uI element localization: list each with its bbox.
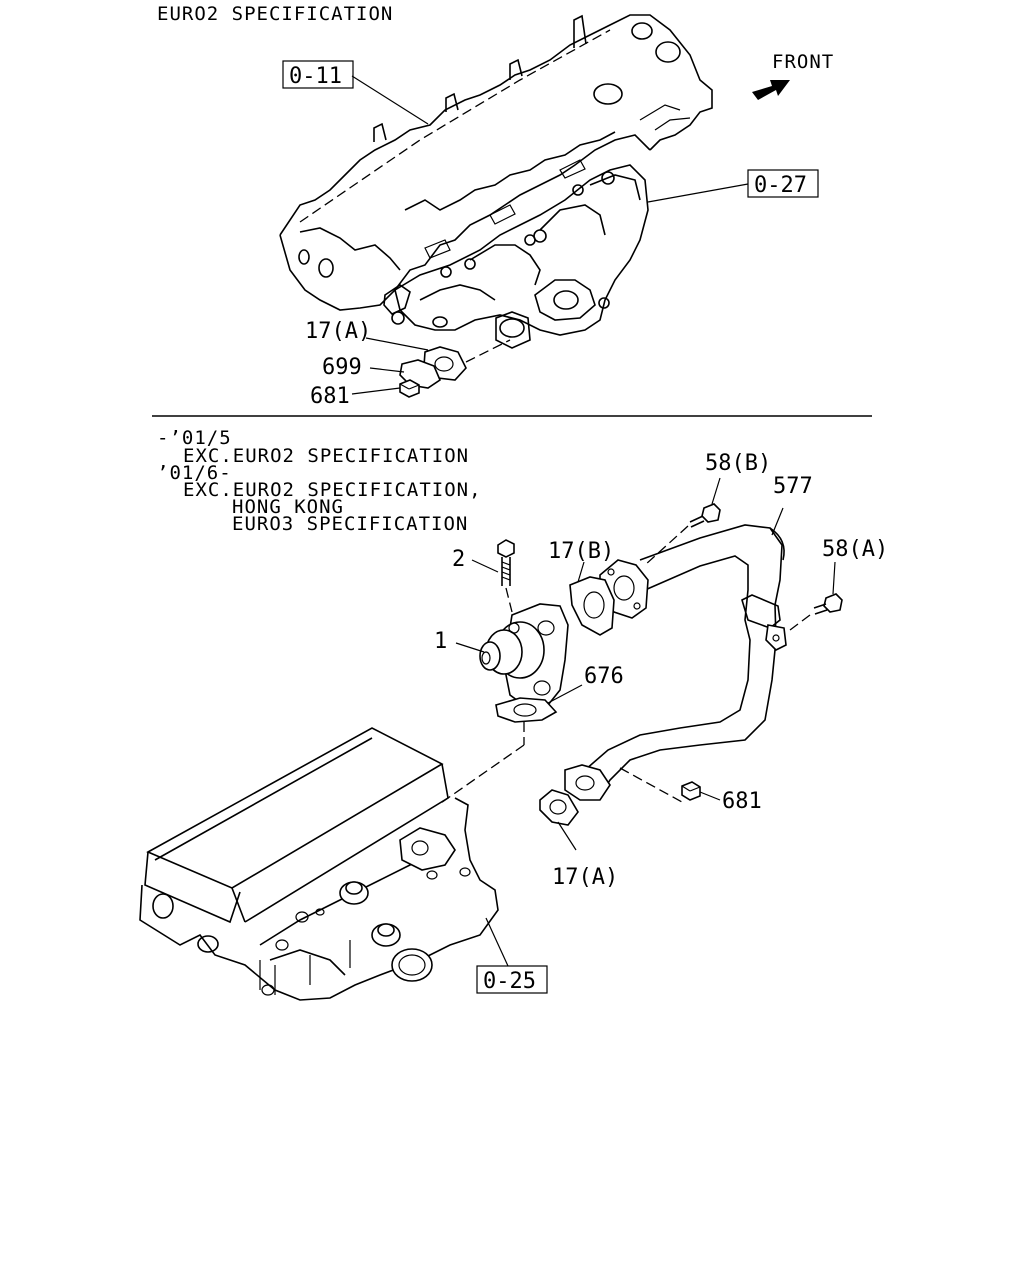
leader-17a-bottom — [557, 821, 577, 851]
leader-58b — [711, 477, 721, 505]
callout-17a-bottom[interactable]: 17(A) — [552, 865, 618, 890]
leader-17b — [577, 561, 585, 583]
ref-box-0-11[interactable] — [282, 60, 354, 89]
callout-577[interactable]: 577 — [773, 474, 813, 499]
callout-17a-top[interactable]: 17(A) — [305, 319, 371, 344]
spec-line-6: EURO3 SPECIFICATION — [232, 513, 468, 535]
ref-label-0-25[interactable]: 0-25 — [483, 969, 536, 994]
callout-676[interactable]: 676 — [584, 664, 624, 689]
front-arrow-icon — [752, 80, 790, 100]
callout-681-top[interactable]: 681 — [310, 384, 350, 409]
cylinder-head-cover — [279, 14, 713, 311]
bolt-58b — [689, 503, 721, 528]
front-label: FRONT — [772, 51, 834, 73]
ref-box-0-27[interactable] — [747, 169, 819, 198]
spec-line-4: EXC.EURO2 SPECIFICATION, — [183, 479, 482, 501]
bolt-58a — [813, 593, 843, 615]
leader-0-11 — [351, 75, 429, 125]
spec-title-top: EURO2 SPECIFICATION — [157, 3, 393, 25]
leader-676 — [547, 684, 583, 704]
callout-681-bottom[interactable]: 681 — [722, 789, 762, 814]
spec-line-1: -’01/5 — [157, 427, 232, 449]
bolt-2 — [497, 539, 515, 586]
leader-0-25 — [485, 917, 509, 967]
exhaust-manifold — [383, 159, 649, 349]
callout-58b[interactable]: 58(B) — [705, 451, 771, 476]
engine-block-lower — [139, 727, 499, 1001]
leader-17a-top — [365, 337, 429, 351]
callout-699[interactable]: 699 — [322, 355, 362, 380]
spec-line-5: HONG KONG — [232, 496, 344, 518]
leader-58a — [832, 561, 836, 595]
ref-label-0-27[interactable]: 0-27 — [754, 173, 807, 198]
spec-line-3: ’01/6- — [157, 462, 232, 484]
assembly-line-681-bottom — [619, 767, 683, 803]
assembly-line-top — [465, 339, 511, 363]
assembly-line-valve-engine — [437, 744, 525, 806]
gasket-17b — [569, 576, 615, 636]
egr-pipe-577 — [564, 524, 787, 801]
leader-0-27 — [647, 183, 749, 203]
leader-681-bottom — [699, 791, 721, 801]
egr-valve-1 — [479, 603, 569, 707]
leader-2 — [471, 559, 499, 573]
callout-2[interactable]: 2 — [452, 547, 465, 572]
assembly-line-58b — [644, 525, 689, 566]
callout-1[interactable]: 1 — [434, 629, 447, 654]
leader-699 — [369, 367, 405, 373]
callout-58a[interactable]: 58(A) — [822, 537, 888, 562]
leader-681-top — [351, 387, 401, 395]
gasket-676 — [495, 697, 558, 723]
nut-681-top — [399, 379, 420, 398]
leader-1 — [455, 642, 485, 653]
callout-17b[interactable]: 17(B) — [548, 539, 614, 564]
nut-681-bottom — [681, 781, 701, 801]
leader-577 — [771, 507, 784, 536]
gasket-17a-bottom — [539, 789, 579, 826]
assembly-line-58a — [789, 611, 815, 631]
assembly-line-2 — [505, 587, 513, 613]
spec-line-2: EXC.EURO2 SPECIFICATION — [183, 445, 469, 467]
ref-label-0-11[interactable]: 0-11 — [289, 64, 342, 89]
ref-box-0-25[interactable] — [476, 965, 548, 994]
